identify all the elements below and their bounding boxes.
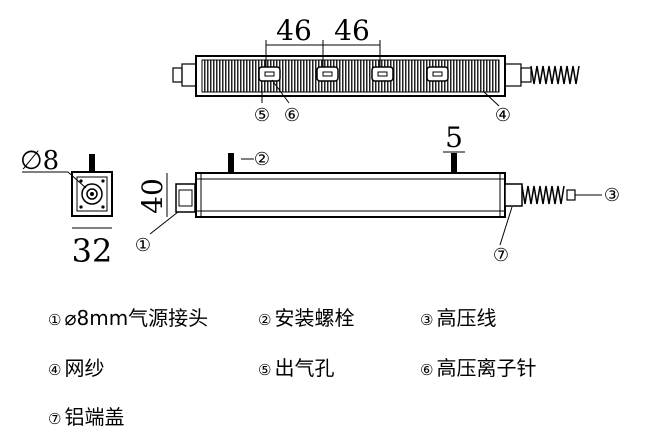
bolt-label: 5 xyxy=(445,121,463,154)
callout-2: ② xyxy=(254,149,270,170)
legend-number: ③ xyxy=(420,311,434,329)
dimension-2: 46 xyxy=(334,14,370,47)
legend-number: ⑤ xyxy=(258,361,272,379)
mounting-bolt-right xyxy=(451,153,457,173)
legend-text: 安装螺栓 xyxy=(274,306,355,330)
callout-4-top: ④ xyxy=(495,105,511,126)
height-label: 40 xyxy=(136,178,169,214)
legend-number: ⑦ xyxy=(48,410,62,428)
mesh-area xyxy=(201,59,500,93)
legend-text: 出气孔 xyxy=(274,356,335,380)
side-view: 40 5 ① ② ③ ⑦ xyxy=(135,121,620,266)
width-label: 32 xyxy=(72,232,113,270)
end-bolt xyxy=(89,154,95,171)
legend-text: 高压线 xyxy=(436,306,497,330)
legend-number: ① xyxy=(48,311,62,329)
callout-5-top: ⑤ xyxy=(254,105,270,126)
legend-text: 高压离子针 xyxy=(436,356,537,380)
callout-3: ③ xyxy=(604,185,620,206)
legend-item-1: ①⌀8mm气源接头 xyxy=(48,302,208,331)
callout-1: ① xyxy=(135,235,151,256)
side-body xyxy=(195,172,506,218)
legend-number: ⑥ xyxy=(420,361,434,379)
top-view: 46 46 ⑤ ⑥ ④ xyxy=(172,14,580,126)
product-drawing: 46 46 ⑤ ⑥ ④ ∅8 32 40 xyxy=(20,14,620,270)
legend-text: 铝端盖 xyxy=(64,405,125,429)
end-view: ∅8 32 xyxy=(20,146,113,270)
legend-text: ⌀8mm气源接头 xyxy=(64,306,209,330)
hv-cable-spring xyxy=(521,185,565,205)
mounting-bolt-left xyxy=(228,153,234,173)
callout-7: ⑦ xyxy=(493,245,509,266)
callout-6-top: ⑥ xyxy=(284,105,300,126)
legend-number: ② xyxy=(258,311,272,329)
diameter-label: ∅8 xyxy=(20,146,59,176)
legend-text: 网纱 xyxy=(64,356,105,380)
legend-number: ④ xyxy=(48,361,62,379)
dimension-1: 46 xyxy=(276,14,312,47)
spring xyxy=(530,65,580,85)
air-outlets xyxy=(258,66,449,82)
